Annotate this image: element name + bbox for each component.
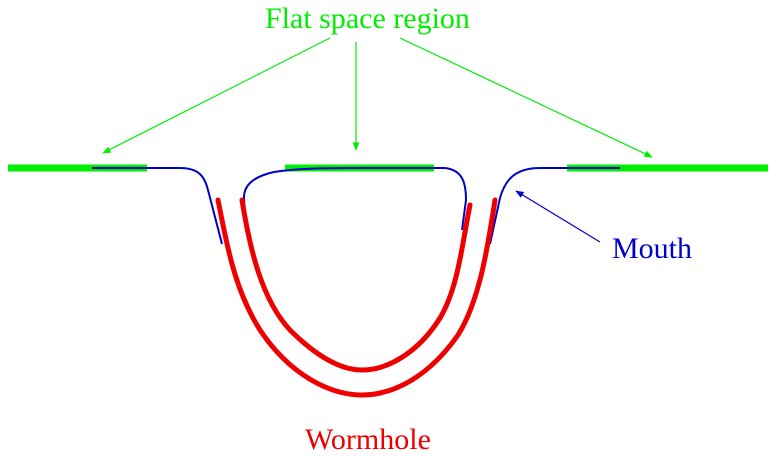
surface-middle-segment [242,167,468,231]
wormhole-label: Wormhole [305,423,431,456]
surface-right-segment [489,167,620,245]
flat-space-label: Flat space region [265,2,470,35]
wormhole-outer-curve [215,197,498,398]
mouth-arrow [515,190,601,243]
mouth-surface [92,167,620,245]
wormhole-tube [215,197,498,398]
mouth-label: Mouth [612,232,692,265]
surface-left-segment [92,167,223,245]
flat-arrow-left [102,37,331,154]
flat-arrows [102,37,653,158]
flat-arrow-right [399,37,653,158]
wormhole-inner-curve [239,197,473,373]
